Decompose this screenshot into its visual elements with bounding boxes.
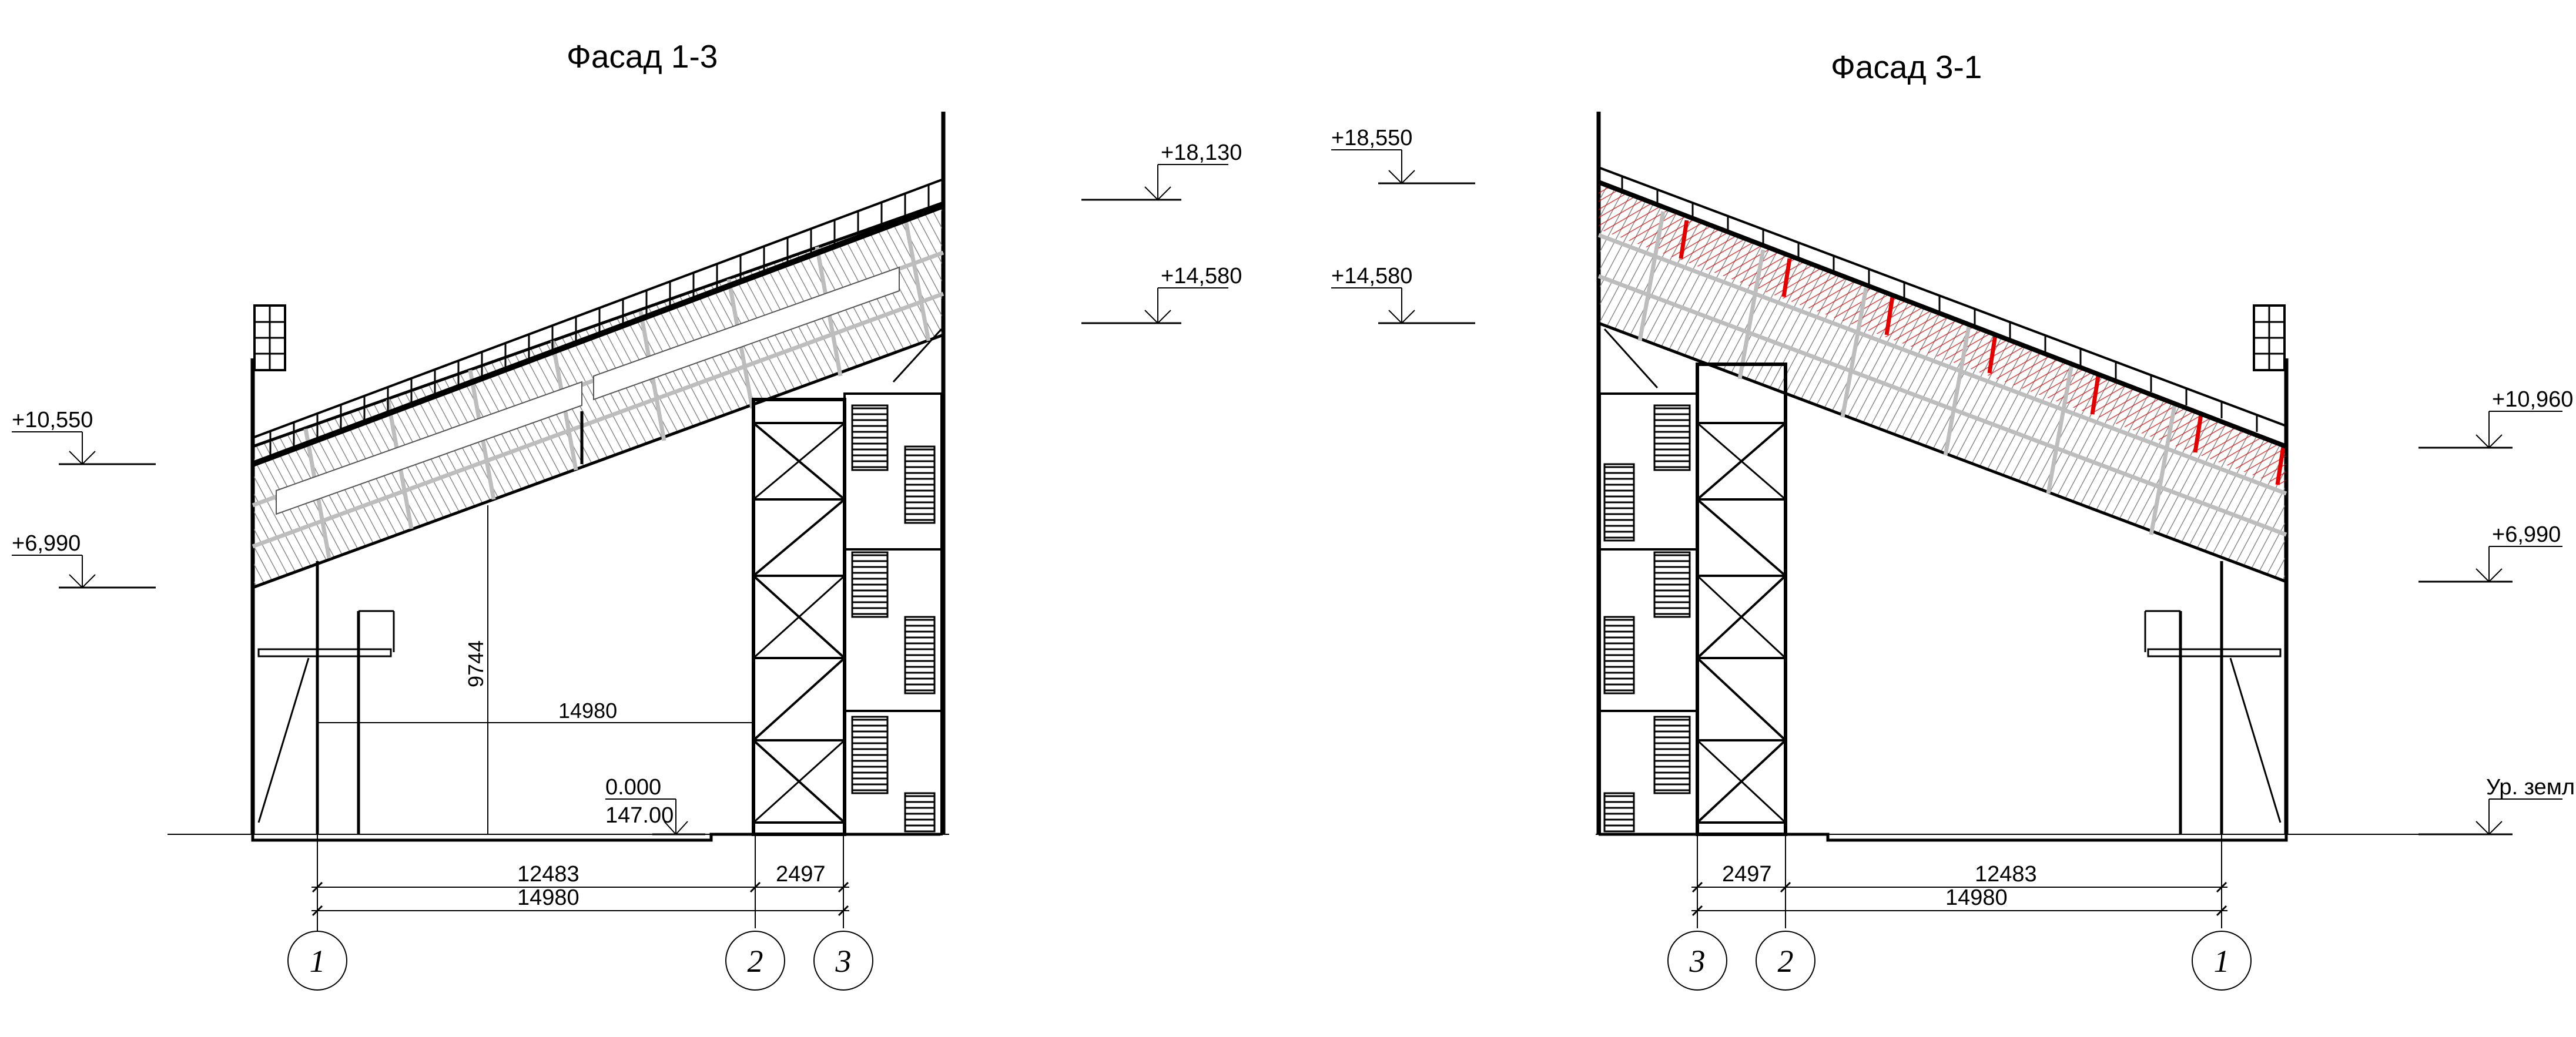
axis-bubble: 3 [813, 931, 873, 991]
brace [2229, 657, 2282, 823]
dimension-chain: 12483 2497 14980 [311, 834, 849, 928]
dim-span-12: 12483 [1975, 862, 2037, 887]
axis-bubble: 3 [1667, 931, 1727, 991]
axis-label: 3 [1689, 944, 1706, 979]
roof-railing-posts [1621, 176, 2258, 432]
axis-bubble: 1 [287, 928, 347, 991]
level-mark: +18,130 [1081, 140, 1242, 201]
zero-mark: 0.000 147.00 [605, 775, 705, 835]
dim-span-23: 2497 [776, 862, 826, 887]
facade-3-1: Фасад 3-1 [1596, 49, 2576, 991]
inner-width-dim: 14980 [558, 699, 617, 723]
brace [257, 657, 310, 823]
axis-label: 1 [310, 944, 326, 979]
zero-mark-label: 0.000 [605, 775, 661, 800]
axis-bubble: 1 [2192, 931, 2252, 991]
roof-railing [1598, 166, 2287, 427]
roof-railing [252, 178, 944, 439]
roof-top-edge [1597, 180, 2287, 449]
level-mark: +18,550 [1331, 126, 1475, 184]
height-dim: 9744 [464, 640, 488, 687]
level-mark: +14,580 [1331, 264, 1475, 324]
level-mark-label: Ур. земли [2486, 775, 2576, 800]
level-mark-label: +10,960 [2492, 387, 2573, 412]
axis-bubble: 2 [1756, 931, 1815, 991]
platform [257, 648, 392, 657]
roof-railing-posts [269, 185, 930, 458]
dim-span-23: 2497 [1722, 862, 1772, 887]
axis-label: 2 [1778, 944, 1794, 979]
axis-label: 1 [2214, 944, 2230, 979]
dim-total: 14980 [1945, 885, 2008, 910]
roof-top-edge [252, 203, 944, 467]
abs-mark-label: 147.00 [605, 803, 674, 828]
level-mark-label: +10,550 [12, 408, 93, 432]
level-mark: +10,550 [12, 408, 156, 465]
facade-1-3: Фасад 1-3 [12, 38, 949, 991]
level-mark-label: +6,990 [2492, 522, 2561, 547]
roof-red-ribs [1679, 220, 2286, 485]
roof-red-band [1599, 182, 2286, 488]
center-level-marks: +18,130 +14,580 +18,550 +14,580 [1081, 126, 1475, 324]
level-mark: +10,960 [2418, 387, 2573, 449]
level-mark-label: +6,990 [12, 531, 81, 556]
light-mast [253, 304, 286, 371]
facade-title: Фасад 1-3 [567, 38, 718, 75]
dim-total: 14980 [517, 885, 579, 910]
level-mark: Ур. земли [2418, 775, 2576, 835]
axis-label: 3 [835, 944, 852, 979]
level-mark-label: +14,580 [1161, 264, 1242, 288]
axis-label: 2 [748, 944, 763, 979]
level-mark: +14,580 [1081, 264, 1242, 324]
dim-span-12: 12483 [517, 862, 579, 887]
stair-tower [1599, 328, 1787, 836]
axis-bubble: 2 [725, 931, 785, 991]
level-mark-label: +18,130 [1161, 140, 1242, 165]
roof-panel-grid [1597, 211, 2287, 537]
level-mark: +6,990 [2418, 522, 2562, 583]
facade-title: Фасад 3-1 [1831, 49, 1982, 85]
dimension-chain: 2497 12483 14980 [1691, 834, 2227, 928]
level-mark-label: +18,550 [1331, 126, 1412, 150]
level-mark: +6,990 [12, 531, 156, 589]
roof-skylights [276, 266, 900, 515]
stair-tower [751, 328, 943, 836]
level-mark-label: +14,580 [1331, 264, 1412, 288]
light-mast [2253, 304, 2286, 371]
platform [2147, 648, 2282, 657]
